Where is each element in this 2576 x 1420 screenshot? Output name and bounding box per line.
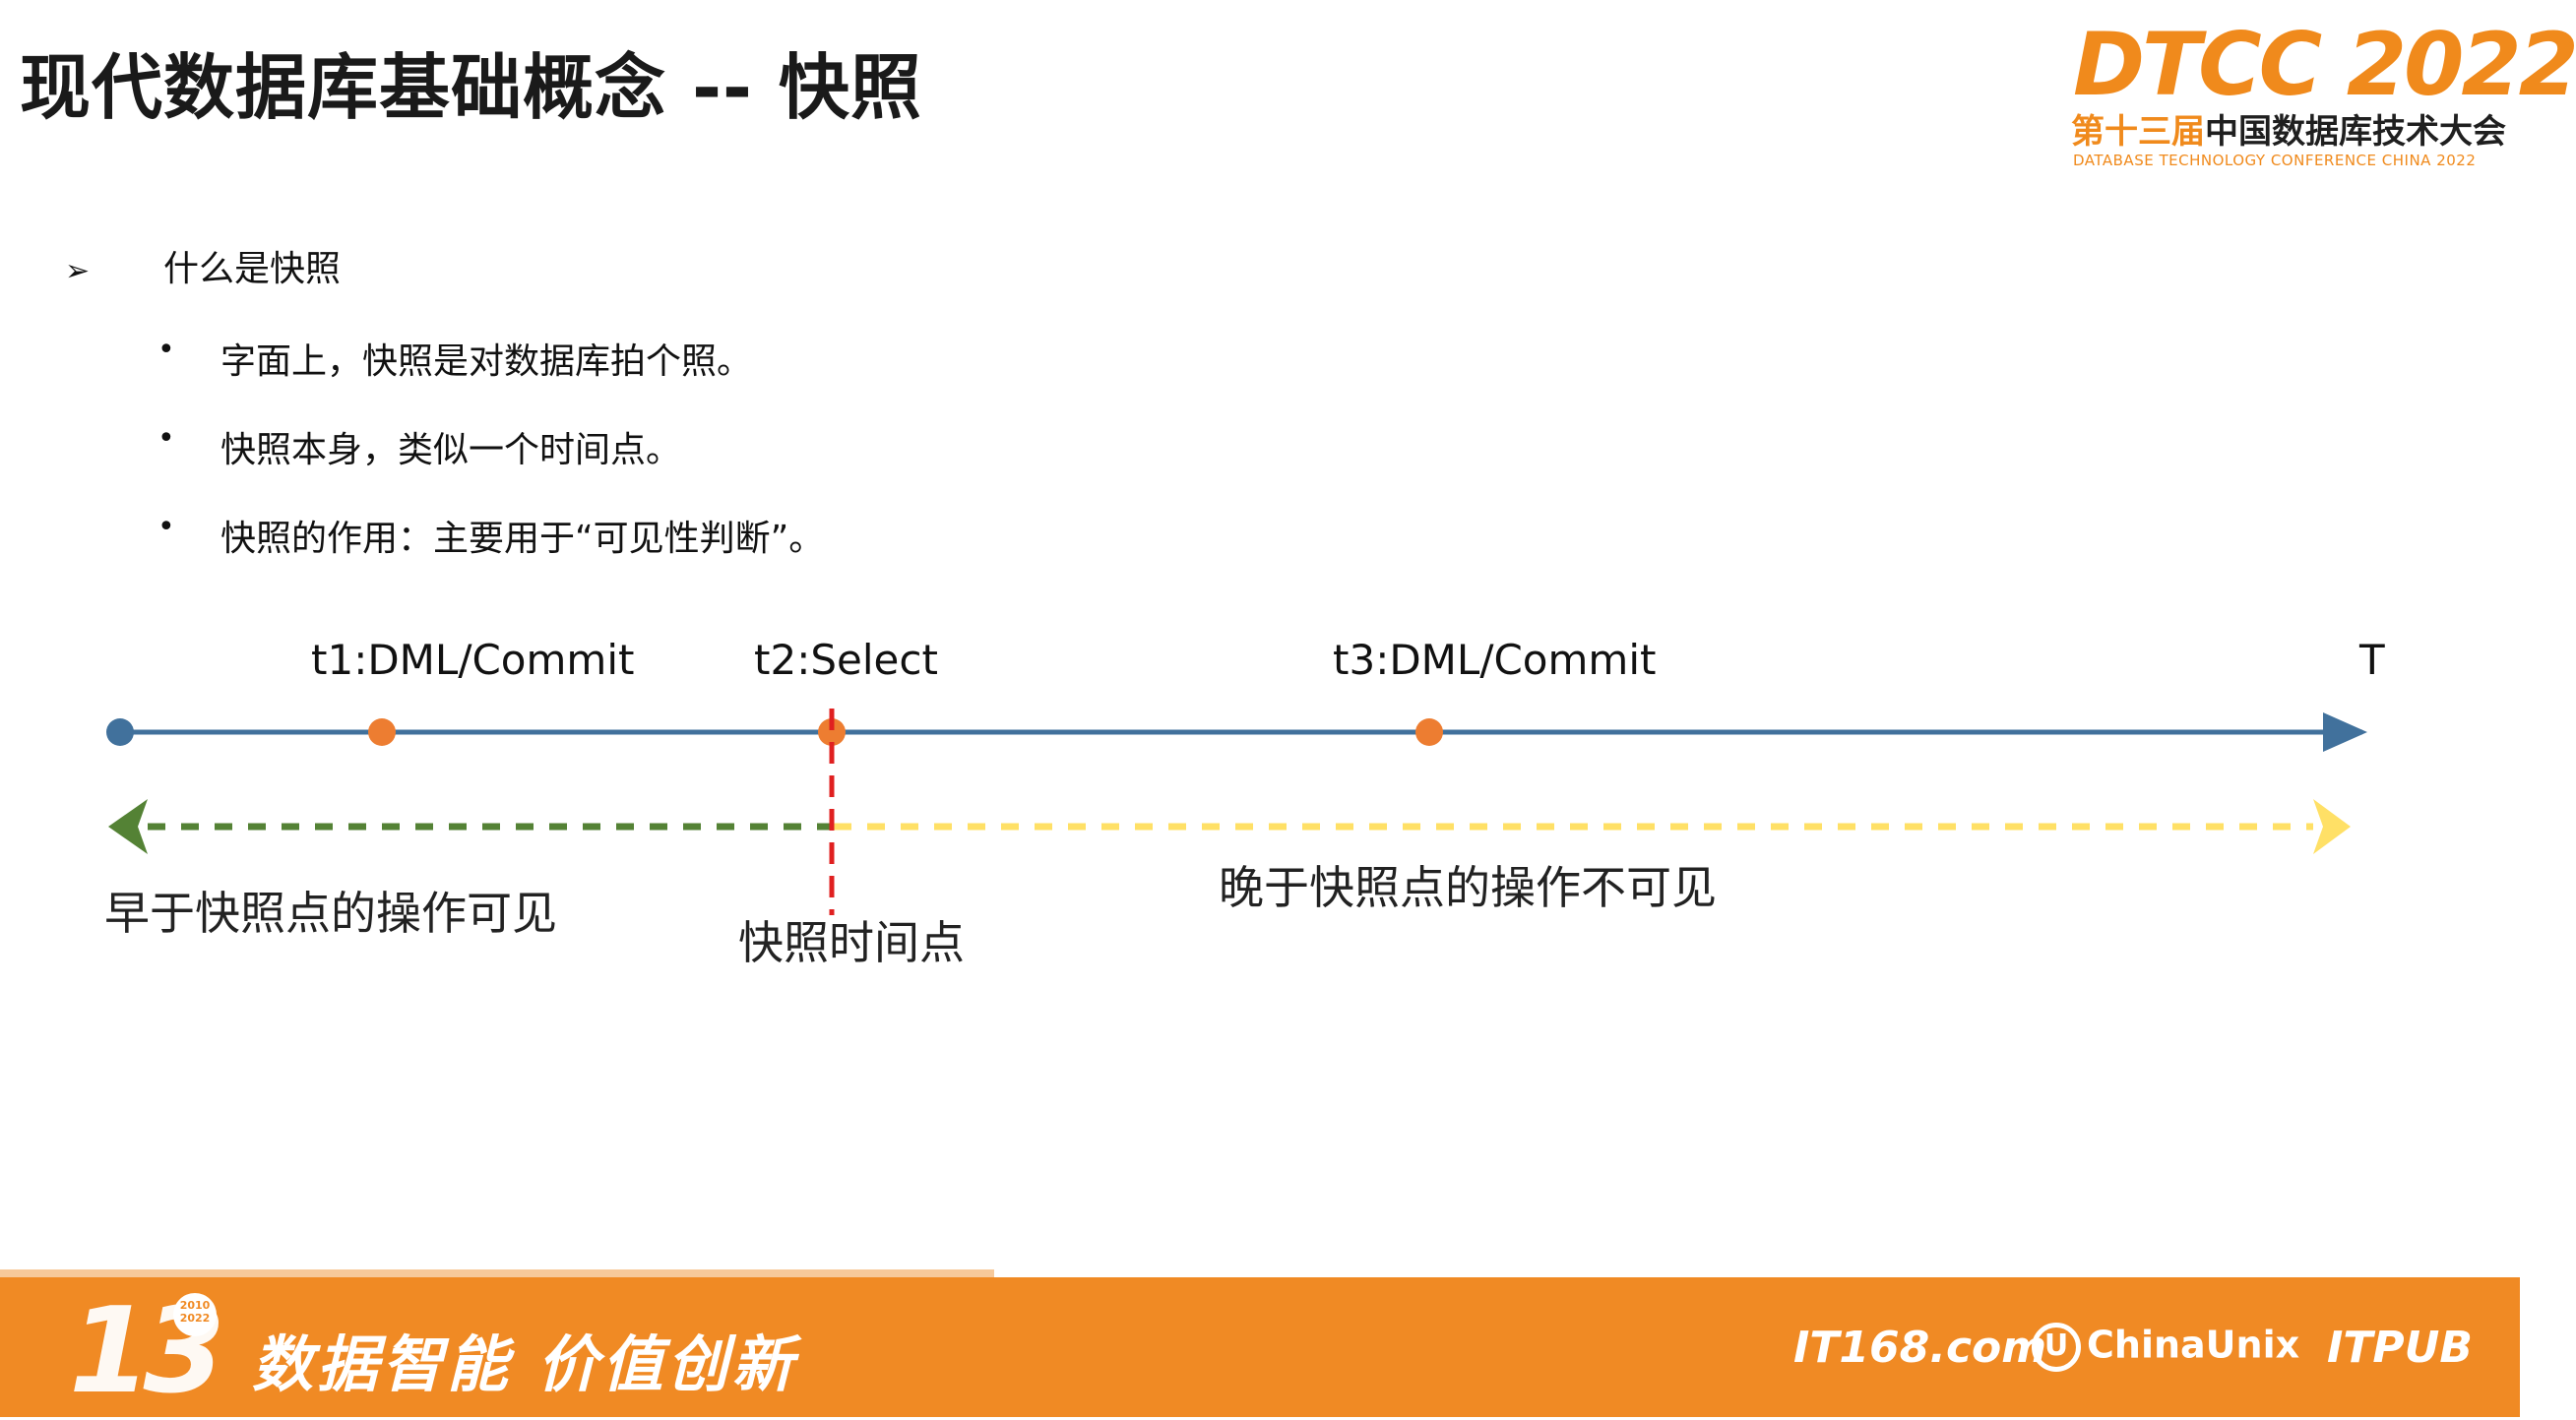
list-item: • 字面上，快照是对数据库拍个照。 — [157, 333, 824, 421]
bullet-dot-icon: • — [157, 510, 175, 544]
badge-year-start: 2010 — [179, 1299, 211, 1312]
list-item: • 快照的作用：主要用于“可见性判断”。 — [157, 510, 824, 598]
logo-edition: 第十三届 — [2071, 112, 2205, 152]
footer-slogan: 数据智能 价值创新 — [252, 1328, 797, 1400]
partner-logo-itpub: ITPUB — [2327, 1323, 2473, 1373]
t1-label: t1:DML/Commit — [311, 636, 635, 684]
anniversary-badge: 2010 2022 — [173, 1293, 217, 1336]
badge-year-end: 2022 — [179, 1312, 211, 1325]
section-heading-text: 什么是快照 — [163, 249, 342, 289]
list-item: • 快照本身，类似一个时间点。 — [157, 421, 824, 510]
logo-main-text: DTCC 2022 — [2073, 14, 2576, 115]
invisible-label: 晚于快照点的操作不可见 — [1219, 861, 1717, 914]
logo-conference-name: 中国数据库技术大会 — [2205, 112, 2506, 152]
list-item-text: 快照本身，类似一个时间点。 — [220, 430, 682, 470]
invisible-arrow-head — [2313, 799, 2351, 854]
t2-event-dot — [818, 718, 846, 746]
bullet-dot-icon: • — [157, 333, 175, 367]
snapshot-label: 快照时间点 — [738, 916, 965, 969]
bullet-dot-icon: • — [157, 421, 175, 456]
t1-event-dot — [368, 718, 396, 746]
partner-logo-it168: IT168.com — [1793, 1323, 2047, 1373]
t3-label: t3:DML/Commit — [1333, 636, 1657, 684]
logo-english: DATABASE TECHNOLOGY CONFERENCE CHINA 202… — [2073, 152, 2477, 169]
axis-label-t: T — [2359, 636, 2385, 684]
partner-name: ChinaUnix — [2087, 1323, 2300, 1367]
t2-label: t2:Select — [754, 636, 938, 684]
timeline-start-dot — [106, 718, 134, 746]
list-item-text: 字面上，快照是对数据库拍个照。 — [220, 341, 753, 382]
visible-label: 早于快照点的操作可见 — [104, 887, 557, 940]
slide-title: 现代数据库基础概念 -- 快照 — [20, 46, 922, 129]
bullet-list: • 字面上，快照是对数据库拍个照。 • 快照本身，类似一个时间点。 • 快照的作… — [157, 333, 824, 598]
logo-subtitle: 第十三届中国数据库技术大会 — [2071, 104, 2506, 153]
footer-accent-line — [0, 1269, 994, 1277]
section-heading: ➢ 什么是快照 — [65, 240, 341, 291]
t3-event-dot — [1415, 718, 1443, 746]
chinaunix-u-icon: U — [2032, 1323, 2081, 1372]
arrow-bullet-icon: ➢ — [65, 254, 91, 288]
timeline-diagram — [106, 709, 2367, 915]
dtcc-logo: DTCC 2022 第十三届中国数据库技术大会 DATABASE TECHNOL… — [2065, 14, 2576, 171]
visible-arrow-head — [108, 799, 148, 854]
list-item-text: 快照的作用：主要用于“可见性判断”。 — [220, 519, 825, 559]
